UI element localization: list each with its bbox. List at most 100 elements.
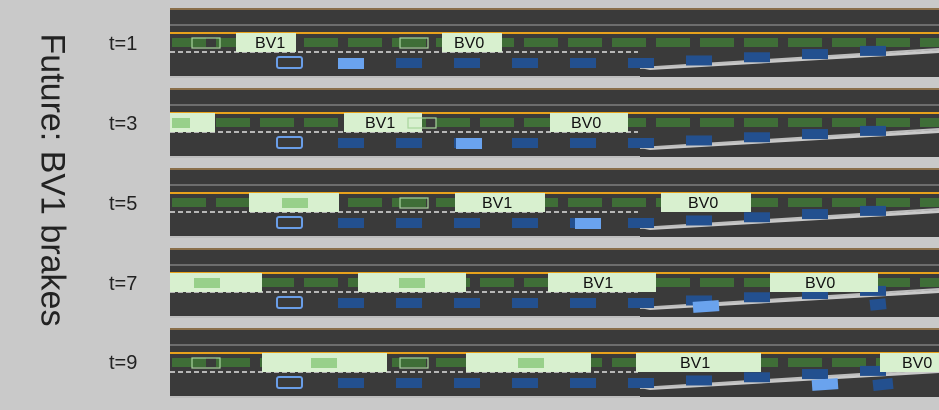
merge-trajectory-block xyxy=(512,138,538,148)
road-edge-top xyxy=(170,88,939,90)
ego-vehicle xyxy=(276,136,303,149)
merging-vehicle xyxy=(869,298,887,311)
merge-trajectory-block xyxy=(570,138,596,148)
vehicle-highlight xyxy=(770,273,878,292)
merge-trajectory-block xyxy=(686,55,712,66)
merge-trajectory-block xyxy=(512,298,538,308)
bv0-label: BV0 xyxy=(805,275,835,292)
trajectory-block xyxy=(304,278,338,287)
merge-trajectory-block xyxy=(454,378,480,388)
trajectory-block xyxy=(348,198,382,207)
trajectory-block xyxy=(788,358,822,367)
ego-vehicle xyxy=(276,296,303,309)
time-label-t5: t=5 xyxy=(109,193,138,215)
merging-vehicle xyxy=(692,300,720,313)
trajectory-block xyxy=(832,358,866,367)
trajectory-block xyxy=(920,118,939,127)
merging-vehicle xyxy=(811,378,839,391)
trajectory-block xyxy=(700,38,734,47)
trajectory-block xyxy=(524,278,558,287)
bv1-label: BV1 xyxy=(365,115,395,132)
trajectory-block xyxy=(612,38,646,47)
vehicle-box xyxy=(399,278,425,288)
trajectory-block xyxy=(392,198,426,207)
merge-trajectory-block xyxy=(628,58,654,68)
trajectory-block xyxy=(172,358,206,367)
trajectory-block xyxy=(920,38,939,47)
trajectory-block xyxy=(656,38,690,47)
trajectory-block xyxy=(744,198,778,207)
trajectory-block xyxy=(788,38,822,47)
merge-trajectory-block xyxy=(802,209,828,220)
merge-lane xyxy=(170,286,939,317)
bv1-label: BV1 xyxy=(255,35,285,52)
trajectory-block xyxy=(348,38,382,47)
vehicle-highlight xyxy=(880,353,939,372)
merging-vehicle xyxy=(575,218,601,229)
vehicle-box xyxy=(311,358,337,368)
vehicle-highlight xyxy=(548,273,656,292)
trajectory-block xyxy=(260,278,294,287)
trajectory-block xyxy=(876,118,910,127)
merge-trajectory-block xyxy=(512,378,538,388)
vehicle-highlight xyxy=(442,33,502,52)
vehicle-outline xyxy=(407,117,437,129)
vehicle-highlight xyxy=(236,33,296,52)
merge-trajectory-block xyxy=(802,129,828,140)
merge-trajectory-block xyxy=(338,298,364,308)
trajectory-block xyxy=(216,118,250,127)
vehicle-outline xyxy=(399,197,429,209)
trajectory-block xyxy=(788,198,822,207)
merge-trajectory-block xyxy=(628,218,654,228)
merge-trajectory-block xyxy=(860,45,886,56)
road-row-3: BV1 BV0 xyxy=(170,88,939,158)
merge-trajectory-block xyxy=(396,298,422,308)
merge-trajectory-block xyxy=(860,125,886,136)
trajectory-block xyxy=(700,118,734,127)
trajectory-block xyxy=(480,118,514,127)
vehicle-outline xyxy=(191,357,221,369)
vehicle-highlight xyxy=(455,193,545,212)
trajectory-block xyxy=(392,38,426,47)
merge-trajectory-block xyxy=(338,138,364,148)
center-line xyxy=(170,192,939,194)
trajectory-block xyxy=(920,278,939,287)
merge-trajectory-block xyxy=(338,218,364,228)
trajectory-block xyxy=(524,118,558,127)
merge-trajectory-block xyxy=(744,212,770,223)
trajectory-block xyxy=(436,358,470,367)
trajectory-block xyxy=(216,358,250,367)
merge-trajectory-block xyxy=(744,52,770,63)
merging-vehicle xyxy=(456,138,482,149)
merge-trajectory-block xyxy=(396,218,422,228)
road-edge-bottom xyxy=(170,396,640,398)
merge-trajectory-block xyxy=(512,218,538,228)
road-edge-bottom xyxy=(170,76,640,78)
merge-trajectory-block xyxy=(628,378,654,388)
trajectory-block xyxy=(832,198,866,207)
trajectory-block xyxy=(700,278,734,287)
vehicle-outline xyxy=(399,37,429,49)
trajectory-block xyxy=(832,118,866,127)
merge-trajectory-block xyxy=(686,135,712,146)
bv0-label: BV0 xyxy=(688,195,718,212)
trajectory-block xyxy=(744,38,778,47)
ego-vehicle xyxy=(276,56,303,69)
trajectory-block xyxy=(876,278,910,287)
road-edge-bottom xyxy=(170,316,640,318)
trajectory-block xyxy=(304,38,338,47)
trajectory-block xyxy=(172,198,206,207)
merge-trajectory-block xyxy=(454,298,480,308)
bv0-label: BV0 xyxy=(571,115,601,132)
time-label-t3: t=3 xyxy=(109,113,138,135)
trajectory-block xyxy=(656,118,690,127)
merge-trajectory-block xyxy=(396,138,422,148)
merge-lane xyxy=(170,366,939,397)
merge-trajectory-block xyxy=(570,58,596,68)
trajectory-block xyxy=(920,198,939,207)
vehicle-box xyxy=(194,278,220,288)
merge-trajectory-block xyxy=(744,132,770,143)
